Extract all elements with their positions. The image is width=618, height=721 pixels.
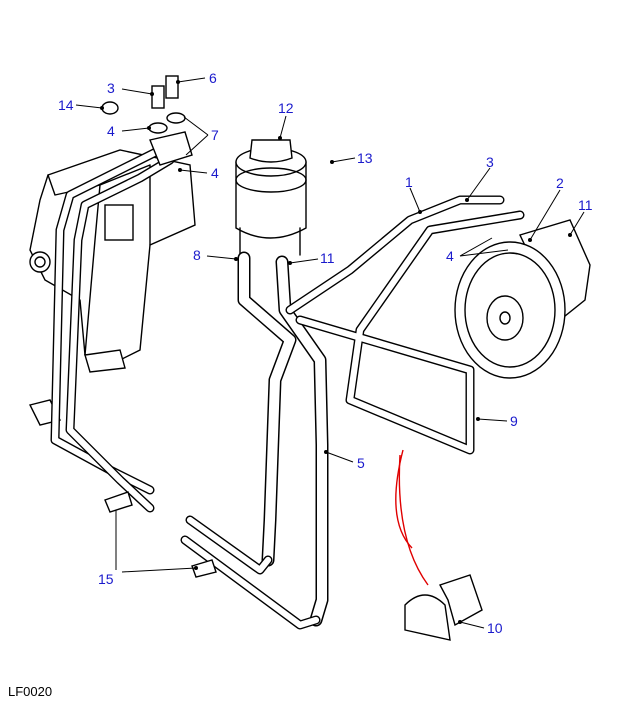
callout-13: 13 [357, 150, 373, 166]
callout-15: 15 [98, 571, 114, 587]
pipe-clip [104, 491, 133, 513]
callout-8: 8 [193, 247, 201, 263]
highlight-lines [395, 449, 429, 586]
fluid-reservoir [235, 139, 307, 256]
steering-box-port [104, 204, 134, 241]
callout-1: 1 [405, 174, 413, 190]
callout-2: 2 [556, 175, 564, 191]
callout-7: 7 [211, 127, 219, 143]
callout-4: 4 [107, 123, 115, 139]
callout-5: 5 [357, 455, 365, 471]
callout-labels: 3 6 14 4 7 4 12 13 1 3 2 11 4 8 11 9 5 1… [58, 70, 593, 636]
callout-10: 10 [487, 620, 503, 636]
steering-box-shaft [29, 251, 51, 273]
leader-lines [75, 77, 585, 629]
nut [101, 101, 119, 115]
hoses [180, 195, 525, 630]
power-steering-pump [454, 219, 591, 379]
reservoir-cap [249, 139, 293, 163]
hose-clamp [404, 574, 483, 641]
callout-4: 4 [211, 165, 219, 181]
callout-6: 6 [209, 70, 217, 86]
callout-4: 4 [446, 248, 454, 264]
bolt [165, 75, 179, 99]
callout-14: 14 [58, 97, 74, 113]
callout-3: 3 [486, 154, 494, 170]
callout-9: 9 [510, 413, 518, 429]
steering-box-pipes [50, 145, 175, 513]
banjo-bolt [151, 85, 165, 109]
fixings [101, 75, 193, 166]
callout-3: 3 [107, 80, 115, 96]
diagram-reference-code: LF0020 [8, 684, 52, 699]
callout-11: 11 [578, 197, 593, 213]
callout-11: 11 [320, 250, 335, 266]
pipe-clip [191, 559, 217, 578]
callout-12: 12 [278, 100, 294, 116]
